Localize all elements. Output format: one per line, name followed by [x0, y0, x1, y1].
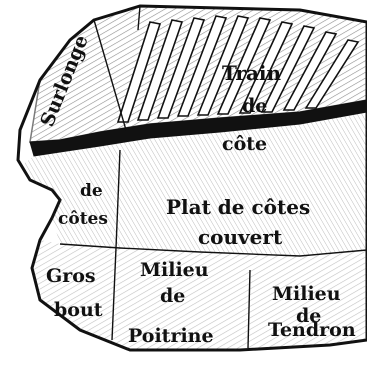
label-couvert: couvert: [198, 225, 283, 249]
label-milieu-1-de: de: [160, 285, 185, 307]
label-tendron: Tendron: [268, 319, 356, 341]
label-bout-cotes: côtes: [58, 209, 108, 229]
label-gros: Gros: [46, 265, 96, 287]
label-milieu-1: Milieu: [140, 259, 209, 281]
label-bout-de: de: [80, 181, 103, 201]
label-bout: bout: [54, 299, 103, 321]
label-train-de: de: [242, 95, 267, 117]
label-milieu-2: Milieu: [272, 283, 341, 305]
label-poitrine: Poitrine: [128, 325, 214, 347]
label-train-cote: côte: [222, 133, 267, 155]
label-train: Train: [222, 61, 282, 85]
label-plat-de-cotes: Plat de côtes: [166, 195, 310, 219]
